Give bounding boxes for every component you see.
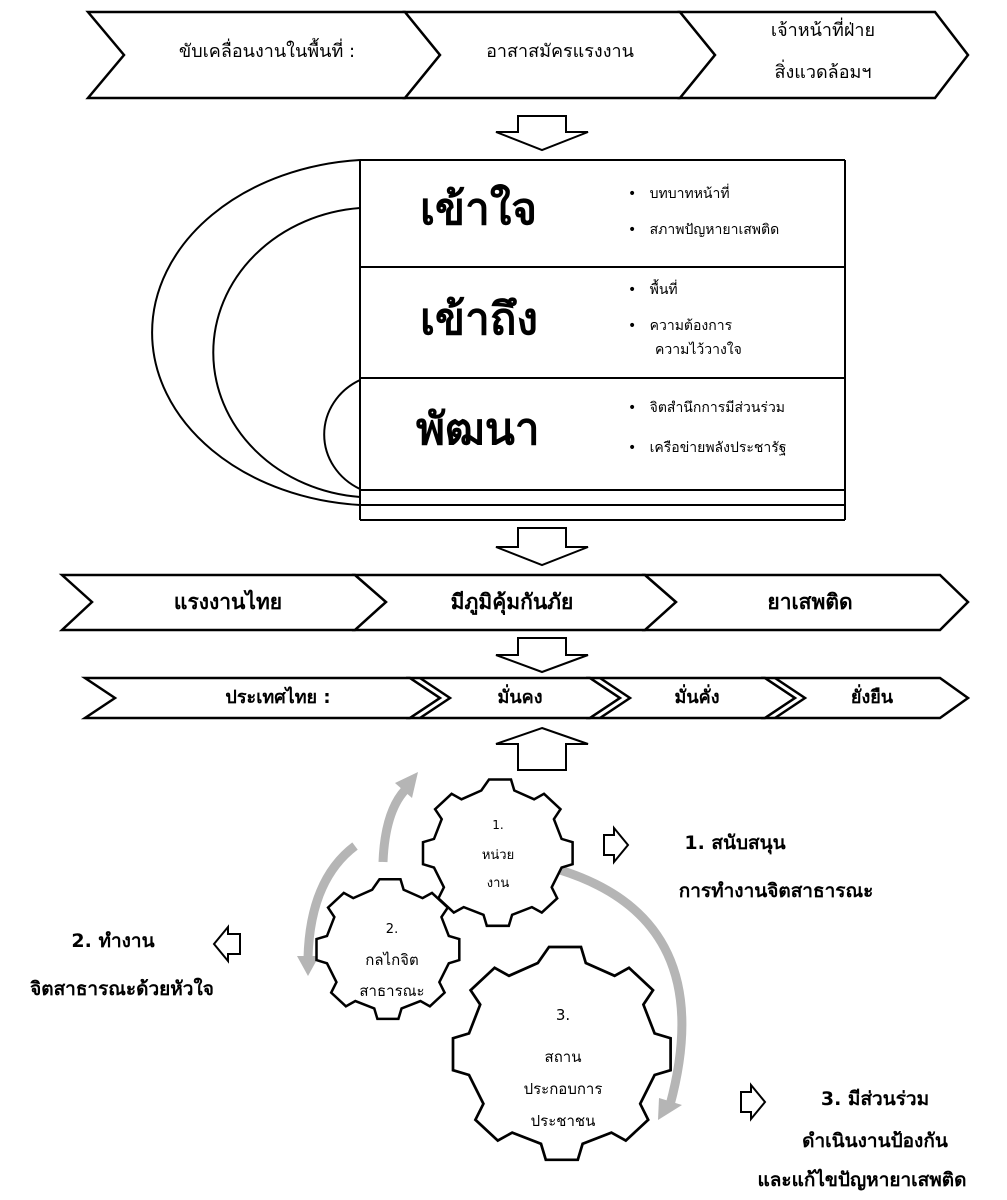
inner-arc [323, 379, 361, 490]
gear-2-number: 2. [385, 922, 399, 937]
note-3-line-3: และแก้ไขปัญหายาเสพติด [757, 1169, 967, 1191]
arrow-left-icon [212, 924, 241, 964]
note-1-line-1: 1. สนับสนุน [684, 832, 786, 854]
note-2-line-1: 2. ทำงาน [71, 930, 155, 952]
gear-1-number: 1. [492, 818, 504, 832]
banner-drive-work [85, 10, 970, 100]
middle-arc [212, 207, 361, 498]
row-develop-title: พัฒนา [416, 404, 540, 455]
row-access-extra: ความไว้วางใจ [655, 342, 742, 358]
row-access-title: เข้าถึง [420, 294, 538, 345]
gear-3-line-3: ประชาชน [530, 1112, 596, 1130]
row-develop-bullet-2: • เครือข่ายพลังประชารัฐ [628, 440, 787, 456]
note-3-line-1: 3. มีส่วนร่วม [820, 1088, 930, 1110]
banner-thailand [80, 676, 971, 720]
banner3-label-2: มั่นคง [497, 687, 543, 708]
banner3-chevron-4 [760, 676, 971, 720]
row-develop-bullet-1: • จิตสำนึกการมีส่วนร่วม [628, 400, 786, 416]
cycle-arrows [297, 772, 687, 1120]
gear-2-line-1: กลไกจิต [365, 951, 419, 969]
banner2-label-3: ยาเสพติด [767, 590, 853, 614]
down-arrow-2 [495, 527, 589, 567]
row-understand-title: เข้าใจ [420, 184, 538, 235]
row-access-bullet-2: • ความต้องการ [628, 318, 733, 334]
banner1-chevron-3 [677, 10, 970, 100]
banner1-label-3a: เจ้าหน้าที่ฝ่าย [770, 20, 876, 41]
gear-1-line-1: หน่วย [481, 848, 515, 863]
gear-3-line-1: สถาน [544, 1048, 582, 1066]
gear-1-line-2: งาน [486, 876, 510, 891]
row-understand-bullet-2: • สภาพปัญหายาเสพติด [628, 222, 780, 238]
arrow-right-icon [603, 825, 630, 865]
banner3-label-1: ประเทศไทย : [225, 687, 331, 708]
note-1-line-2: การทำงานจิตสาธารณะ [678, 880, 874, 902]
banner2-label-1: แรงงานไทย [173, 590, 283, 614]
cycle-arrow-left [303, 842, 358, 959]
banner2-chevron-3 [641, 573, 970, 632]
banner3-label-4: ยั่งยืน [850, 687, 894, 708]
outer-arc [151, 159, 361, 506]
gear-3-number: 3. [555, 1006, 571, 1024]
row-understand-bullet-1: • บทบาทหน้าที่ [628, 186, 730, 202]
arrow-right-icon-2 [740, 1082, 767, 1122]
down-arrow-1 [495, 115, 589, 152]
cycle-arrow-top [378, 786, 409, 863]
up-arrow [495, 726, 589, 771]
banner-thai-labor [58, 573, 970, 632]
banner1-label-3b: สิ่งแวดล้อมฯ [774, 62, 872, 83]
note-2-line-2: จิตสาธารณะด้วยหัวใจ [30, 978, 214, 1000]
gear-3-line-2: ประกอบการ [523, 1080, 603, 1098]
row-access-bullet-1: • พื้นที่ [628, 282, 678, 298]
note-3-line-2: ดำเนินงานป้องกัน [802, 1130, 948, 1152]
banner1-label-2: อาสาสมัครแรงงาน [486, 41, 634, 62]
banner3-label-3: มั่นคั่ง [674, 687, 720, 708]
center-block [151, 159, 846, 521]
gear-2-line-2: สาธารณะ [359, 982, 425, 1000]
cycle-arrow-right [558, 865, 687, 1107]
banner1-label-1: ขับเคลื่อนงานในพื้นที่ : [178, 41, 356, 62]
banner2-label-2: มีภูมิคุ้มกันภัย [450, 590, 574, 614]
down-arrow-3 [495, 637, 589, 674]
